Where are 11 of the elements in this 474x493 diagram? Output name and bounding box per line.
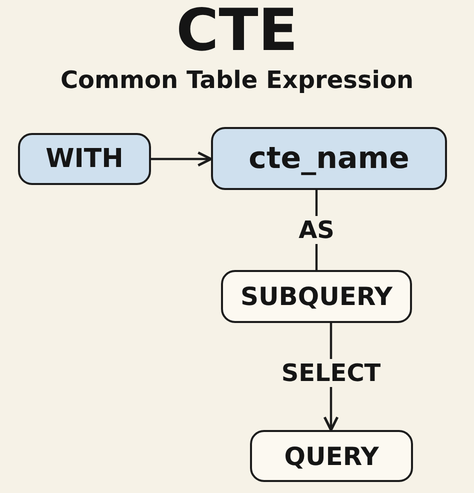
node-label: SUBQUERY [240,282,392,311]
process-box [221,270,412,323]
process-box [250,430,413,482]
process-box [18,133,151,185]
node-label: WITH [46,144,124,174]
node-label: QUERY [284,442,379,470]
node-label: cte_name [248,141,410,176]
arrow [151,151,212,167]
subtitle: Common Table Expression [59,66,415,94]
process-box [211,127,447,190]
title: CTE [175,0,299,64]
